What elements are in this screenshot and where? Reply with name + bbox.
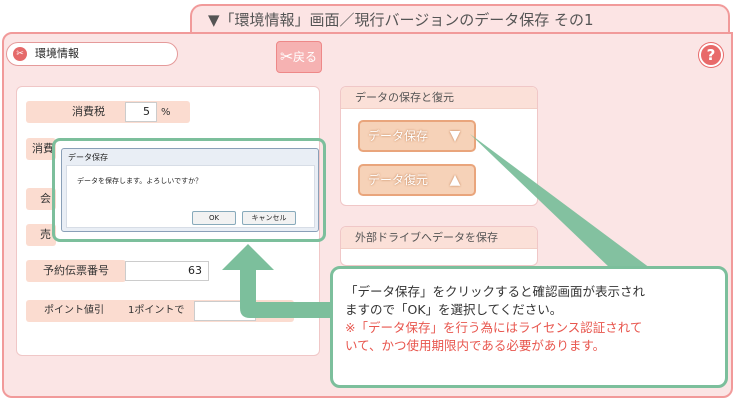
- tax-input[interactable]: 5: [125, 102, 157, 122]
- reservation-number-input[interactable]: 63: [125, 261, 209, 281]
- instruction-callout: 「データ保存」をクリックすると確認画面が表示され ますので「OK」を選択してくだ…: [330, 266, 728, 388]
- back-button-label: 戻る: [292, 50, 317, 64]
- dialog-highlight: [52, 138, 326, 242]
- callout-line-2: ますので「OK」を選択してください。: [345, 302, 563, 317]
- upload-icon: ▲: [449, 172, 461, 188]
- point-discount-input[interactable]: [194, 301, 256, 321]
- download-icon: ▼: [449, 128, 461, 144]
- callout-warning-1: ※「データ保存」を行う為にはライセンス認証されて: [345, 320, 643, 335]
- external-drive-panel: 外部ドライブへデータを保存: [340, 226, 538, 266]
- ok-button[interactable]: OK: [192, 211, 236, 225]
- partial-field-label-4: 売: [26, 224, 56, 246]
- data-restore-button[interactable]: データ復元 ▲: [358, 164, 476, 196]
- data-restore-label: データ復元: [368, 173, 429, 187]
- question-icon: ?: [706, 46, 716, 64]
- scissors-icon: ✂: [280, 47, 294, 66]
- callout-warning-2: いて、かつ使用期限内である必要があります。: [345, 338, 606, 353]
- tax-label: 消費税: [72, 105, 105, 118]
- dialog-message: データを保存します。よろしいですか？: [77, 177, 203, 185]
- partial-field-label-2: 消費: [26, 138, 56, 160]
- back-button[interactable]: ✂ 戻る: [276, 41, 322, 73]
- help-button[interactable]: ?: [699, 43, 723, 67]
- window-title: 環境情報: [35, 47, 79, 60]
- dialog-body: データを保存します。よろしいですか？ OK キャンセル: [66, 165, 315, 228]
- point-discount-suffix: 円値引: [258, 305, 288, 316]
- dialog-title: データ保存: [68, 153, 108, 162]
- tax-unit: %: [161, 107, 171, 118]
- callout-line-1: 「データ保存」をクリックすると確認画面が表示され: [345, 284, 646, 299]
- cancel-button[interactable]: キャンセル: [242, 211, 296, 225]
- screen-caption: ▼「環境情報」画面／現行バージョンのデータ保存 その1: [190, 4, 730, 34]
- data-save-label: データ保存: [368, 129, 429, 143]
- reservation-label: 予約伝票番号: [26, 260, 126, 282]
- point-discount-label: ポイント値引: [44, 305, 104, 316]
- partial-field-label-3: 会: [26, 188, 56, 210]
- external-drive-header: 外部ドライブへデータを保存: [341, 227, 537, 249]
- data-save-button[interactable]: データ保存 ▼: [358, 120, 476, 152]
- point-discount-desc: 1ポイントで: [128, 305, 185, 316]
- confirm-dialog: データ保存 データを保存します。よろしいですか？ OK キャンセル: [61, 148, 319, 232]
- app-logo-icon: ✂: [13, 47, 27, 61]
- window-title-bar: ✂ 環境情報: [6, 42, 178, 66]
- data-backup-header: データの保存と復元: [341, 87, 537, 109]
